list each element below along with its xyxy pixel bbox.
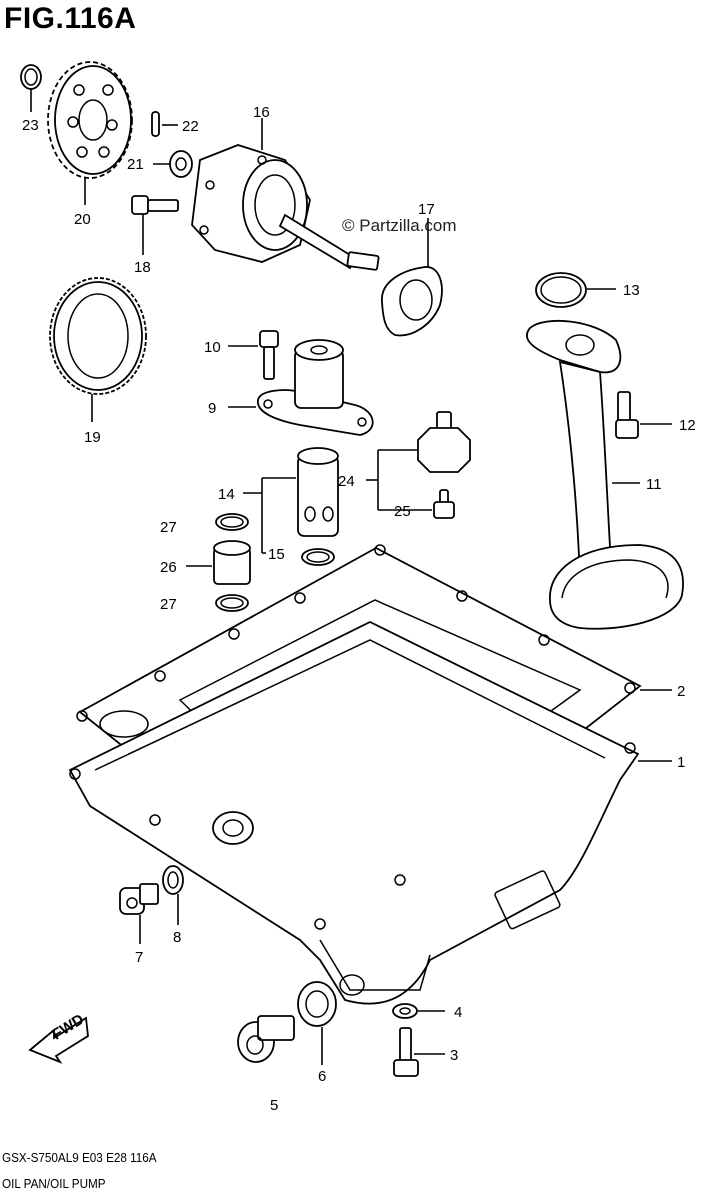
part-24-sensor[interactable] — [366, 411, 471, 510]
callout-27-lower[interactable]: 27 — [160, 596, 177, 613]
part-11-oil-strainer[interactable] — [526, 319, 684, 630]
footer-figure-name: OIL PAN/OIL PUMP — [2, 1176, 106, 1191]
part-22-pin[interactable] — [151, 111, 178, 137]
part-4-washer[interactable] — [392, 1003, 445, 1019]
part-3-bolt[interactable] — [393, 1027, 445, 1077]
part-6-gasket[interactable] — [297, 981, 337, 1065]
forward-arrow-icon — [28, 1016, 89, 1064]
callout-17[interactable]: 17 — [418, 201, 435, 218]
part-15-o-ring[interactable] — [262, 548, 335, 566]
part-12-bolt[interactable] — [615, 391, 672, 439]
part-5-drain-plug[interactable] — [237, 1015, 295, 1063]
callout-1[interactable]: 1 — [677, 754, 685, 771]
callout-23[interactable]: 23 — [22, 117, 39, 134]
part-26-collar[interactable] — [186, 540, 251, 585]
part-27-o-ring-upper[interactable] — [215, 513, 249, 531]
callout-25[interactable]: 25 — [394, 503, 411, 520]
callout-7[interactable]: 7 — [135, 949, 143, 966]
callout-5[interactable]: 5 — [270, 1097, 278, 1114]
callout-3[interactable]: 3 — [450, 1047, 458, 1064]
callout-11[interactable]: 11 — [646, 476, 662, 493]
callout-2[interactable]: 2 — [677, 683, 685, 700]
callout-27-upper[interactable]: 27 — [160, 519, 177, 536]
part-17-gasket[interactable] — [381, 218, 443, 337]
part-16-oil-pump[interactable] — [191, 118, 380, 271]
part-27-o-ring-lower[interactable] — [215, 594, 249, 612]
part-13-o-ring[interactable] — [535, 272, 616, 308]
part-20-sprocket[interactable] — [47, 61, 133, 205]
callout-6[interactable]: 6 — [318, 1068, 326, 1085]
callout-18[interactable]: 18 — [134, 259, 151, 276]
callout-20[interactable]: 20 — [74, 211, 91, 228]
part-1-oil-pan[interactable] — [68, 620, 672, 1005]
part-19-driven-gear[interactable] — [49, 277, 147, 422]
part-23-circlip[interactable] — [20, 64, 42, 112]
callout-12[interactable]: 12 — [679, 417, 696, 434]
callout-13[interactable]: 13 — [623, 282, 640, 299]
callout-14[interactable]: 14 — [218, 486, 235, 503]
callout-10[interactable]: 10 — [204, 339, 221, 356]
footer-model-code: GSX-S750AL9 E03 E28 116A — [2, 1150, 157, 1165]
part-18-bolt[interactable] — [131, 195, 179, 255]
part-21-washer[interactable] — [153, 150, 193, 178]
callout-8[interactable]: 8 — [173, 929, 181, 946]
callout-21[interactable]: 21 — [127, 156, 144, 173]
part-25-bolt[interactable] — [378, 489, 455, 519]
part-9-holder[interactable] — [228, 339, 374, 436]
callout-9[interactable]: 9 — [208, 400, 216, 417]
callout-15[interactable]: 15 — [268, 546, 285, 563]
part-8-gasket[interactable] — [162, 865, 184, 925]
figure-title: FIG.116A — [4, 2, 137, 35]
callout-22[interactable]: 22 — [182, 118, 199, 135]
callout-24[interactable]: 24 — [338, 473, 355, 490]
callout-19[interactable]: 19 — [84, 429, 101, 446]
part-10-bolt[interactable] — [228, 330, 279, 380]
callout-4[interactable]: 4 — [454, 1004, 462, 1021]
part-14-relief-valve[interactable] — [243, 447, 339, 553]
callout-26[interactable]: 26 — [160, 559, 177, 576]
callout-16[interactable]: 16 — [253, 104, 270, 121]
part-7-plug[interactable] — [119, 883, 159, 944]
